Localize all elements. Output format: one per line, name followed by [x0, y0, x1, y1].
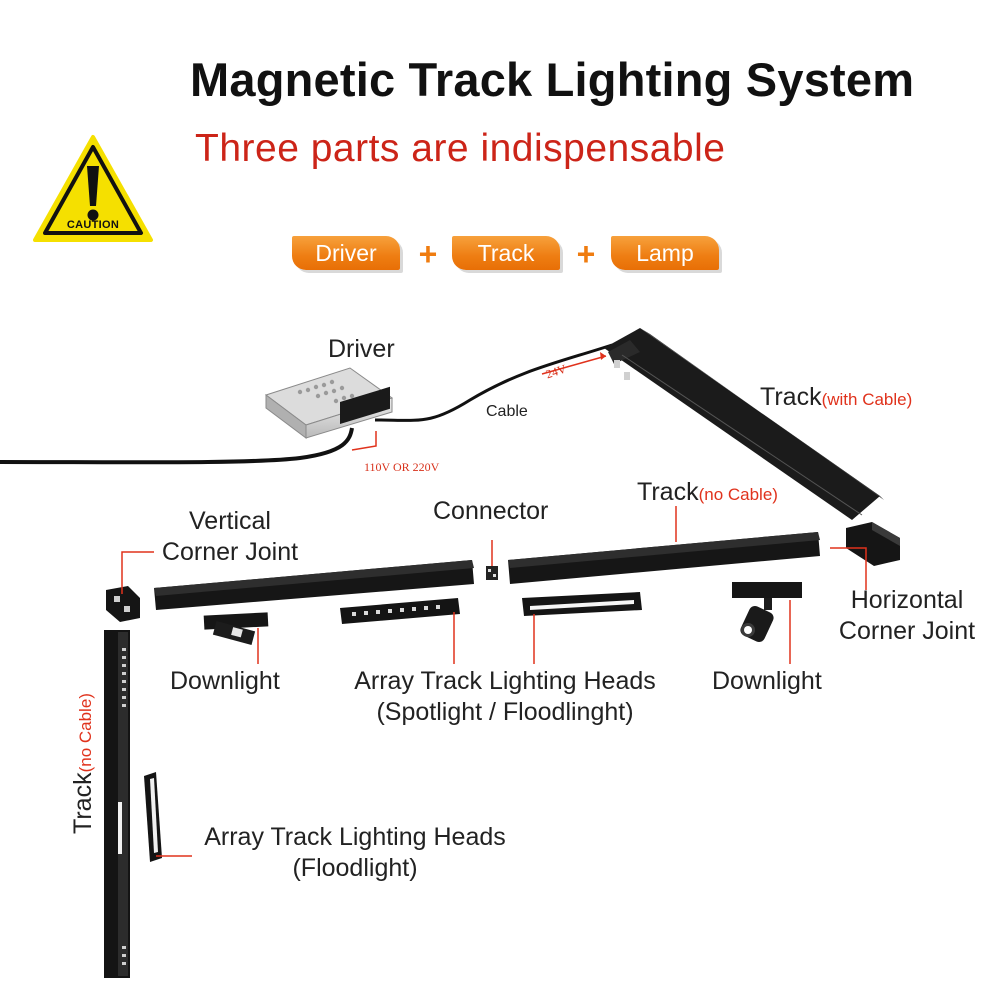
24v-pointer [541, 355, 607, 375]
vertical-track-text: Track [69, 772, 97, 834]
driver-unit [264, 367, 394, 439]
downlight-left [203, 612, 269, 645]
downlight-right [732, 582, 802, 643]
track-with-cable-note: (with Cable) [821, 390, 913, 409]
array-floodlight-label-1: Array Track Lighting Heads [204, 823, 506, 851]
track-with-cable-text: Track [760, 383, 822, 411]
track-with-cable-label: Track(with Cable) [760, 382, 912, 415]
array-floodlight-label-2: (Floodlight) [292, 854, 418, 882]
caution-text: CAUTION [66, 219, 120, 231]
power-cord [0, 427, 354, 465]
track-no-cable-note: (no Cable) [698, 485, 778, 504]
driver-pill: Driver [292, 236, 400, 270]
vertical-track-label: Track(no Cable) [68, 693, 101, 834]
vertical-corner-joint-label-1: Vertical [189, 507, 271, 535]
horizontal-corner-joint-label-2: Corner Joint [838, 617, 976, 645]
driver-label: Driver [328, 335, 395, 363]
vertical-track-note: (no Cable) [76, 693, 95, 773]
page-subtitle: Three parts are indispensable [195, 127, 726, 170]
array-head-middle-right [522, 592, 642, 616]
vertical-corner-joint-label-2: Corner Joint [161, 538, 299, 566]
lamp-pill: Lamp [611, 236, 719, 270]
leader-lines [121, 506, 867, 857]
horizontal-corner-joint-label-1: Horizontal [850, 586, 964, 614]
downlight-right-label: Downlight [712, 667, 822, 695]
track-no-cable-left [154, 560, 474, 610]
vertical-track [104, 630, 130, 978]
vertical-corner-joint [106, 586, 140, 622]
downlight-left-label: Downlight [170, 667, 280, 695]
array-head-middle-left [340, 598, 460, 624]
track-no-cable-text: Track [637, 478, 699, 506]
plus-sign-1: + [418, 236, 438, 272]
cable-label: Cable [486, 403, 528, 420]
voltage-input-label: 110V OR 220V [364, 460, 440, 474]
connector-piece [486, 566, 498, 580]
connector-label: Connector [433, 497, 549, 525]
page-title: Magnetic Track Lighting System [190, 53, 915, 106]
track-no-cable-right [508, 532, 820, 584]
caution-triangle-icon [33, 135, 153, 242]
plus-sign-2: + [576, 236, 596, 272]
input-voltage-pointer [351, 431, 377, 451]
array-heads-label-1: Array Track Lighting Heads [354, 667, 656, 695]
track-no-cable-label: Track(no Cable) [637, 477, 778, 510]
track-with-cable [604, 328, 884, 520]
array-heads-label-2: (Spotlight / Floodlinght) [376, 698, 634, 726]
horizontal-corner-joint [846, 522, 900, 566]
driver-cable [374, 343, 613, 422]
track-pill: Track [452, 236, 560, 270]
floodlight-head-vertical [144, 772, 162, 862]
